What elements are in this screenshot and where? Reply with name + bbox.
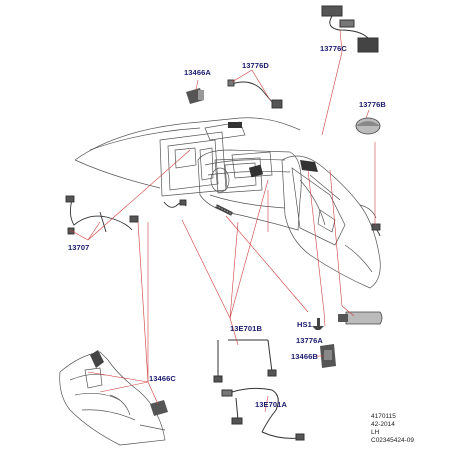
dashboard-outline — [74, 117, 301, 197]
harness-13776c — [321, 5, 379, 53]
lamp-13776a — [338, 311, 383, 325]
footer-drawing-code: C02345424-09 — [371, 437, 415, 444]
switch-13466c — [150, 400, 168, 416]
footer-date: 42-2014 — [371, 421, 395, 428]
callout-hs1: HS1 — [297, 320, 312, 329]
harness-13776d — [227, 79, 283, 109]
callout-13466b: 13466B — [291, 352, 318, 361]
floor-pan — [59, 350, 166, 446]
callout-13707: 13707 — [68, 243, 90, 252]
switch-13466b — [320, 344, 336, 368]
clip-parts — [163, 199, 381, 237]
harness-13707 — [65, 195, 139, 235]
footer-side: LH — [371, 429, 380, 436]
callout-13776d: 13776D — [242, 61, 269, 70]
harness-13e701 — [213, 339, 305, 441]
callout-13776c: 13776C — [320, 44, 347, 53]
footer-ref-number: 4170115 — [371, 413, 396, 420]
callout-13466c: 13466C — [149, 374, 176, 383]
callout-13776b: 13776B — [359, 100, 386, 109]
leader-lines — [69, 29, 376, 413]
screw-hs1 — [312, 318, 324, 330]
callout-13e701a: 13E701A — [255, 400, 287, 409]
switch-13466a — [186, 88, 204, 104]
rear-trim-panel — [281, 155, 381, 289]
callout-13466a: 13466A — [184, 68, 211, 77]
callout-13e701b: 13E701B — [230, 324, 262, 333]
callout-13776a: 13776A — [296, 336, 323, 345]
lamp-13776b — [355, 117, 381, 135]
